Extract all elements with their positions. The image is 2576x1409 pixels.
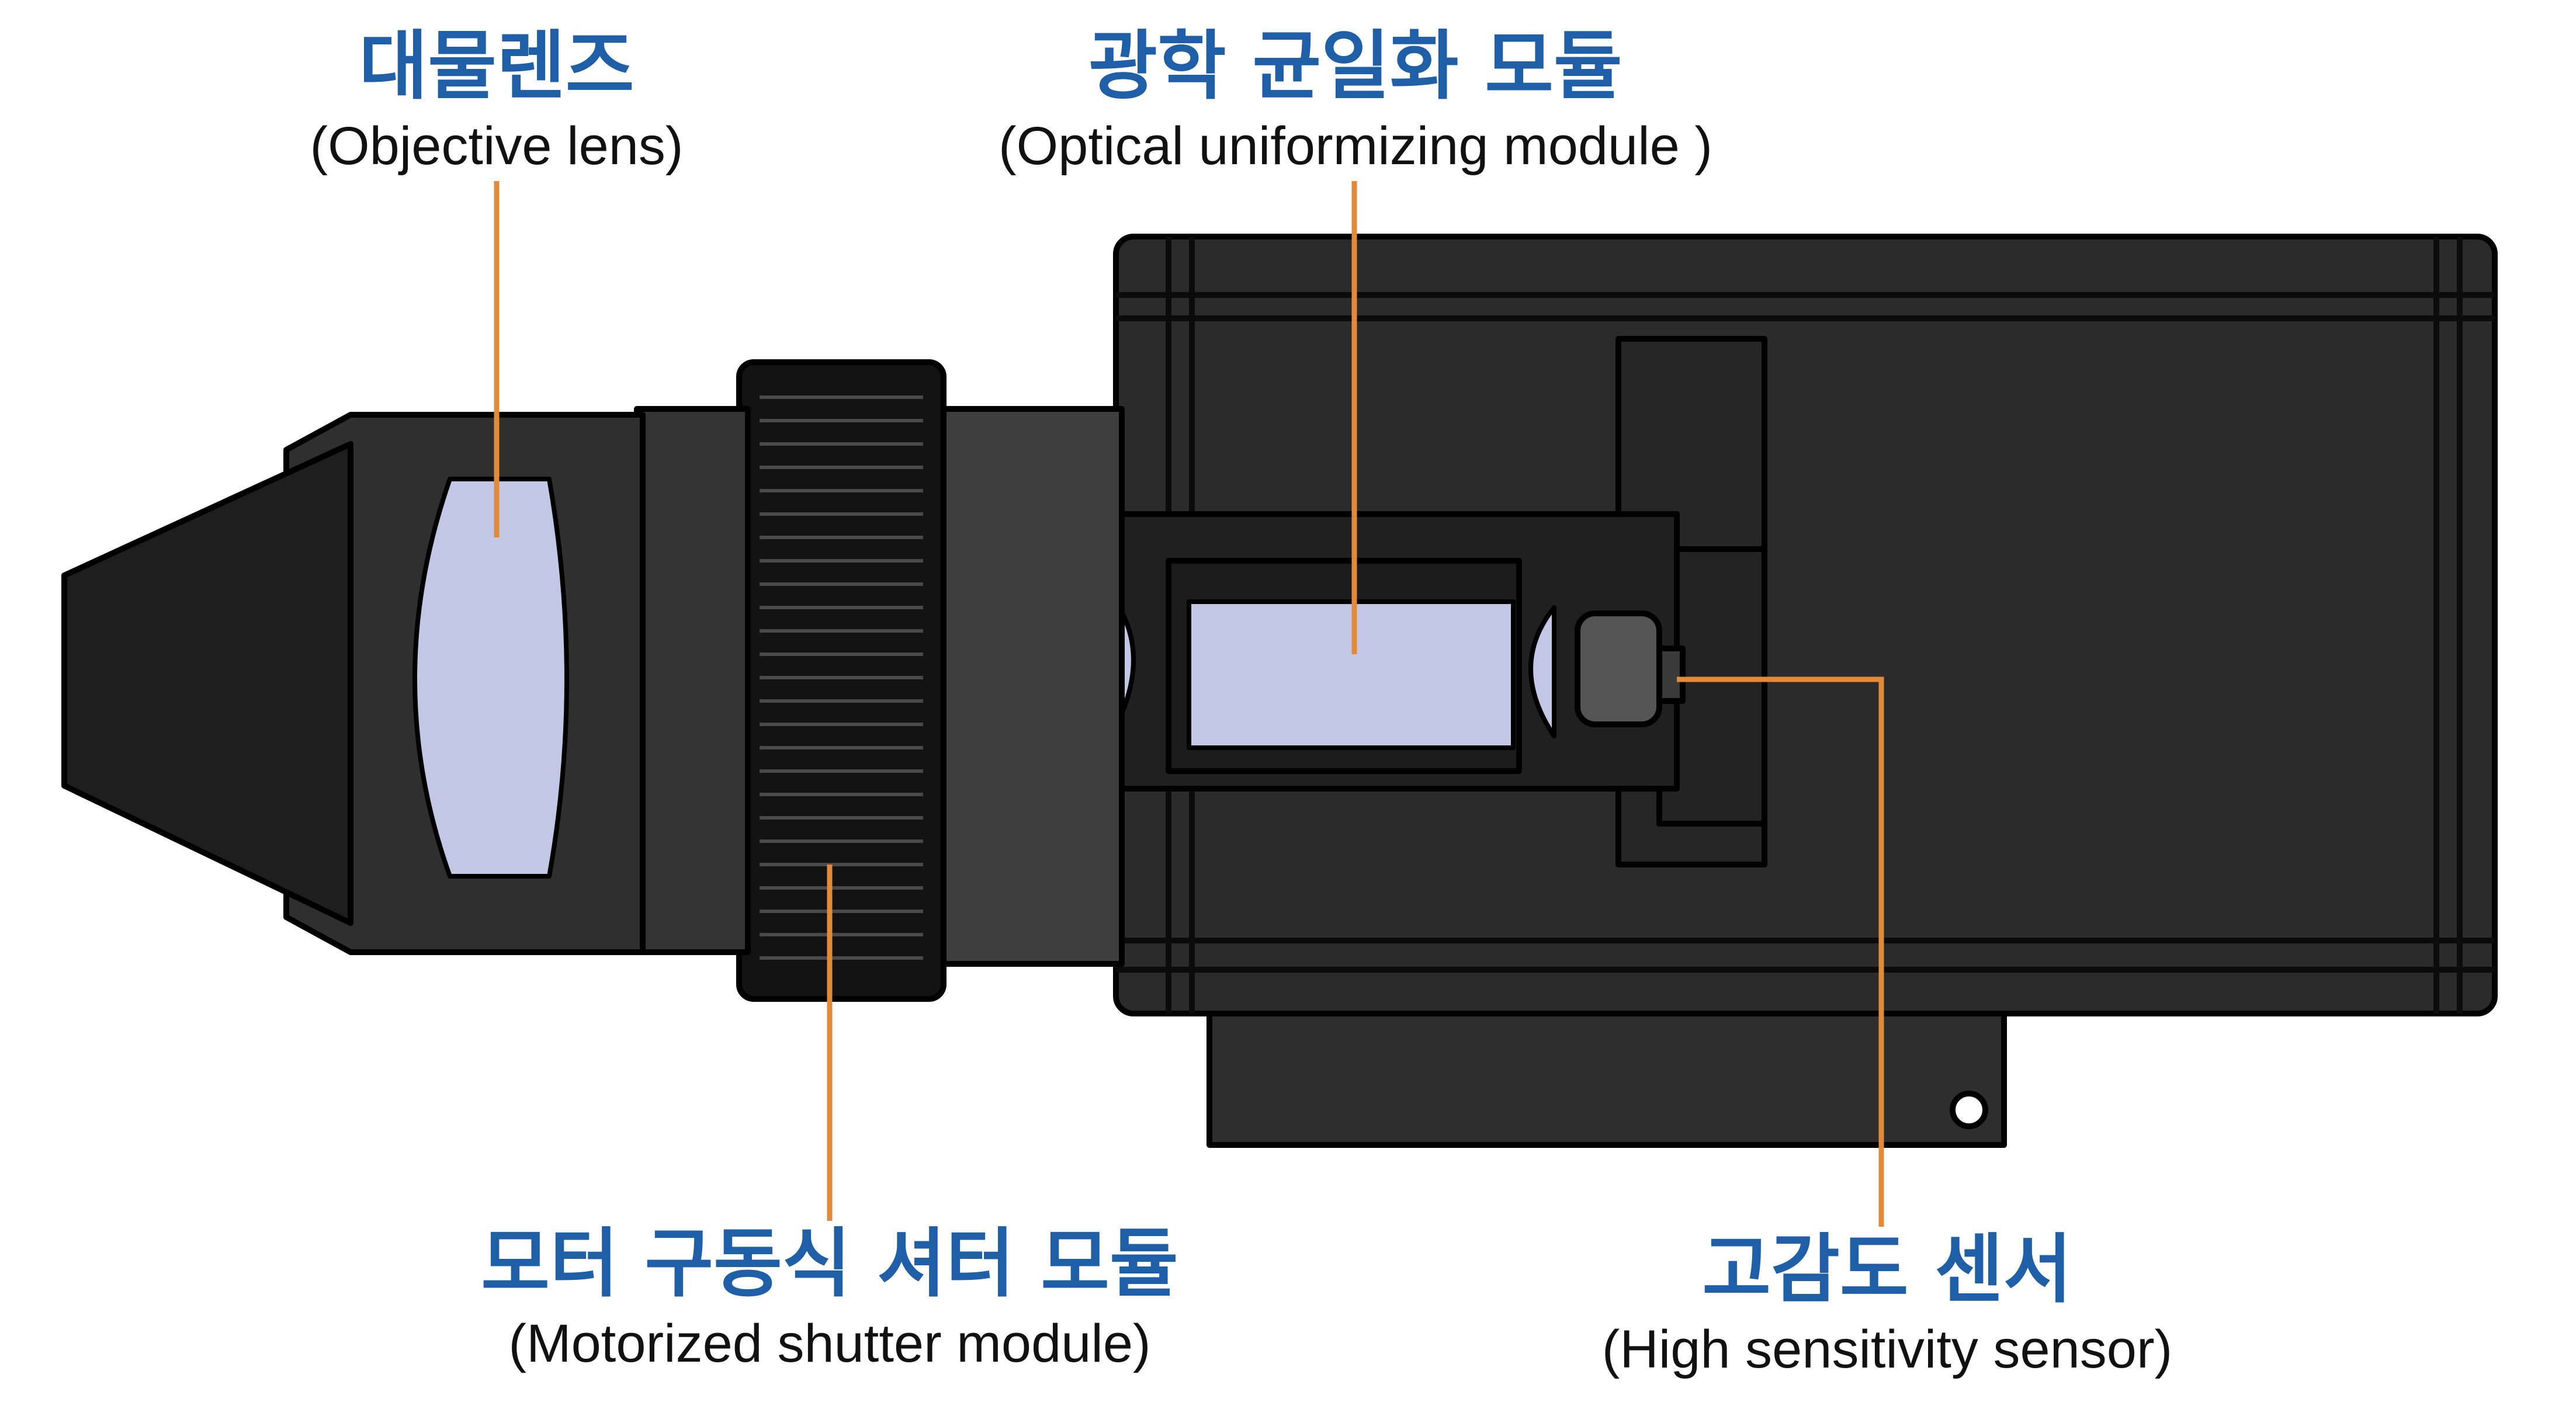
sensor-label: 고감도 센서 (High sensitivity sensor) xyxy=(1542,1226,2232,1379)
objective-lens-glass xyxy=(412,477,569,879)
image-sensor-package xyxy=(1575,610,1662,727)
shutter-module-label: 모터 구동식 셔터 모듈 (Motorized shutter module) xyxy=(444,1220,1215,1373)
bracket-screw-hole xyxy=(1950,1091,1988,1129)
sensor-side-lens xyxy=(1528,605,1556,738)
shutter-ring xyxy=(736,359,947,1002)
camera-body-illustration xyxy=(61,234,2498,1148)
shutter-module-korean-label: 모터 구동식 셔터 모듈 xyxy=(481,1220,1178,1307)
shutter-module-english-label: (Motorized shutter module) xyxy=(508,1314,1151,1373)
sensor-korean-label: 고감도 센서 xyxy=(1702,1226,2072,1313)
objective-lens-korean-label: 대물렌즈 xyxy=(359,23,635,110)
sensor-english-label: (High sensitivity sensor) xyxy=(1601,1320,2173,1379)
lens-hood xyxy=(61,441,353,926)
leader-lines xyxy=(494,181,1884,1227)
mounting-bracket xyxy=(1206,1002,2007,1148)
homogenizer-english-label: (Optical uniformizing module ) xyxy=(998,116,1712,176)
objective-lens-english-label: (Objective lens) xyxy=(310,116,684,176)
objective-lens-label: 대물렌즈 (Objective lens) xyxy=(275,29,719,173)
homogenizer-rod xyxy=(1187,599,1516,750)
lens-barrel-collar xyxy=(634,406,751,955)
shutter-grip-ridges xyxy=(760,395,923,960)
homogenizer-korean-label: 광학 균일화 모듈 xyxy=(1088,23,1622,110)
front-adapter xyxy=(932,406,1125,967)
homogenizer-label: 광학 균일화 모듈 (Optical uniformizing module ) xyxy=(964,29,1747,173)
sensor-leader-line xyxy=(1677,676,1884,1227)
